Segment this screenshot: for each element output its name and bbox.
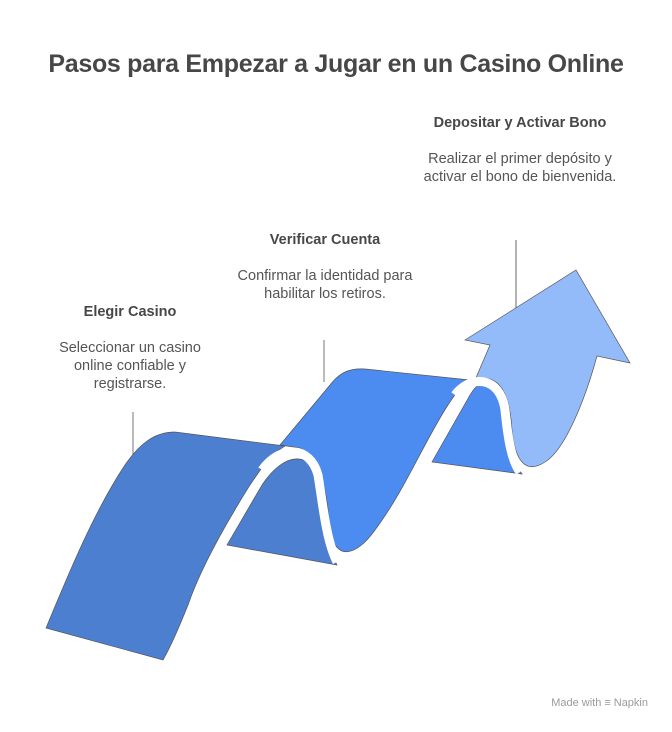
- napkin-brand-label: Napkin: [613, 697, 648, 709]
- step-verificar-cuenta: Verificar Cuenta Confirmar la identidad …: [230, 231, 420, 303]
- step-heading: Depositar y Activar Bono: [433, 115, 607, 131]
- step-description: Seleccionar un casino online confiable y…: [59, 340, 201, 392]
- step-heading: Elegir Casino: [83, 304, 177, 320]
- step-description: Realizar el primer depósito y activar el…: [423, 151, 617, 185]
- page-title: Pasos para Empezar a Jugar en un Casino …: [48, 50, 624, 78]
- step-elegir-casino: Elegir Casino Seleccionar un casino onli…: [40, 303, 220, 393]
- made-with-napkin-badge[interactable]: Made with ≡ Napkin: [551, 697, 648, 709]
- step-depositar-bono: Depositar y Activar Bono Realizar el pri…: [420, 114, 620, 186]
- made-with-label: Made with: [551, 697, 602, 709]
- step-description: Confirmar la identidad para habilitar lo…: [237, 268, 413, 302]
- napkin-logo-icon: ≡: [604, 697, 611, 709]
- step-heading: Verificar Cuenta: [269, 232, 381, 248]
- step3-arrow-shape: [464, 269, 631, 468]
